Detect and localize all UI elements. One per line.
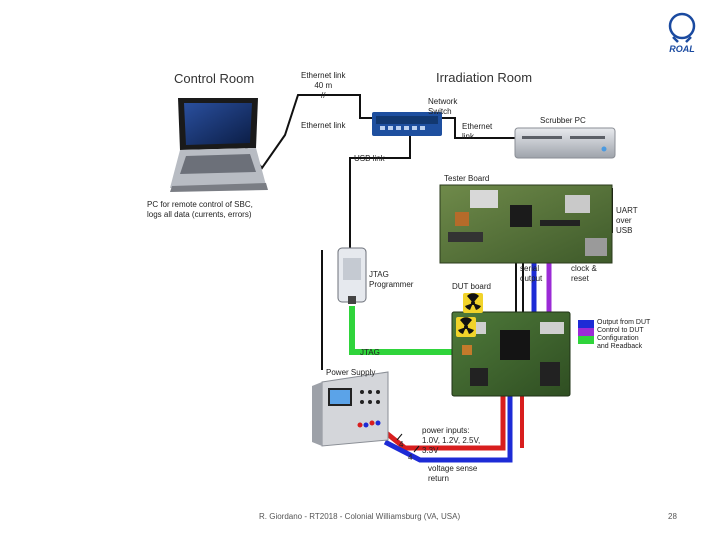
jtag-programmer-label: JTAG Programmer xyxy=(369,270,413,290)
legend-text: Output from DUT Control to DUT Configura… xyxy=(597,319,650,351)
irradiation-room-title: Irradiation Room xyxy=(436,70,533,85)
laptop-image xyxy=(170,98,268,192)
voltage-sense-line1: voltage sense xyxy=(428,464,478,473)
serial-output-label: serial output xyxy=(520,264,542,284)
legend-swatch-control xyxy=(578,328,594,336)
control-room-title: Control Room xyxy=(174,71,255,86)
legend-configuration: Configuration xyxy=(597,335,639,342)
legend-swatch-config xyxy=(578,336,594,344)
uart-label: UART over USB xyxy=(616,206,638,236)
logo-text: ROAL xyxy=(669,44,695,54)
ethernet-link-2-line1: Ethernet xyxy=(462,122,493,131)
ethernet-40m-label: Ethernet link 40 m // xyxy=(301,71,345,101)
voltage-sense-label: voltage sense return xyxy=(428,464,477,484)
count-label-a: 4 xyxy=(399,440,404,449)
dut-links xyxy=(515,262,552,316)
jtag-programmer-line1: JTAG xyxy=(369,270,389,279)
voltage-sense-line2: return xyxy=(428,474,449,483)
uart-line2: over xyxy=(616,216,632,225)
page-number: 28 xyxy=(668,512,677,521)
network-switch-line2: Switch xyxy=(428,107,452,116)
pc-description: PC for remote control of SBC, logs all d… xyxy=(147,200,253,220)
radiation-symbol-top xyxy=(463,293,483,313)
usb-link-label: USB link xyxy=(354,154,385,163)
ethernet-link-label: Ethernet link xyxy=(301,121,346,130)
power-inputs-label: power inputs: 1.0V, 1.2V, 2.5V, 3.3V xyxy=(422,426,480,456)
legend-output-from-dut: Output from DUT xyxy=(597,319,651,326)
jtag-label: JTAG xyxy=(360,348,380,357)
uart-line3: USB xyxy=(616,226,633,235)
clock-reset-label: clock & reset xyxy=(571,264,597,284)
power-inputs-line2: 1.0V, 1.2V, 2.5V, xyxy=(422,436,481,445)
radiation-symbol-bottom xyxy=(456,317,476,337)
line-count-marks xyxy=(396,433,420,453)
power-inputs-line3: 3.3V xyxy=(422,446,439,455)
scrubber-pc-image xyxy=(514,127,616,159)
roal-logo: ROAL xyxy=(668,12,696,54)
ethernet-40m-mark: // xyxy=(321,91,326,100)
network-switch-image xyxy=(372,112,442,136)
power-sense-blue xyxy=(383,392,513,463)
network-switch-label: Network Switch xyxy=(428,97,457,117)
power-inputs-line1: power inputs: xyxy=(422,426,470,435)
scrubber-pc-label: Scrubber PC xyxy=(540,116,586,125)
ethernet-cable-switch-scrubber xyxy=(440,117,515,139)
clock-reset-line2: reset xyxy=(571,274,589,283)
power-lines xyxy=(383,392,524,463)
network-switch-line1: Network xyxy=(428,97,458,106)
legend-swatch-output xyxy=(578,320,594,328)
ethernet-link-2-label: Ethernet link xyxy=(462,122,492,142)
legend-readback: and Readback xyxy=(597,343,643,350)
power-supply-label: Power Supply xyxy=(326,368,376,377)
serial-output-line2: output xyxy=(520,274,543,283)
usb-cable-switch-tester xyxy=(349,135,411,248)
legend-control-to-dut: Control to DUT xyxy=(597,327,644,334)
pc-description-line2: logs all data (currents, errors) xyxy=(147,210,252,219)
serial-output-line1: serial xyxy=(520,264,540,273)
jtag-programmer-line2: Programmer xyxy=(369,280,414,289)
pc-description-line1: PC for remote control of SBC, xyxy=(147,200,253,209)
uart-line1: UART xyxy=(616,206,638,215)
dut-board-label: DUT board xyxy=(452,282,491,291)
ethernet-40m-line1: Ethernet link xyxy=(301,71,346,80)
power-supply-image xyxy=(312,371,389,447)
tester-board-label: Tester Board xyxy=(444,174,490,183)
dut-board-image xyxy=(451,311,571,397)
ethernet-cable-pc-switch xyxy=(239,94,375,170)
footer: R. Giordano - RT2018 - Colonial Williams… xyxy=(259,512,461,521)
ethernet-40m-line2: 40 m xyxy=(314,81,333,90)
ethernet-link-2-line2: link xyxy=(462,132,475,141)
jtag-programmer-image xyxy=(337,247,367,304)
power-line-red xyxy=(383,392,506,451)
clock-reset-line1: clock & xyxy=(571,264,597,273)
tester-board-image xyxy=(439,184,613,264)
count-label-b: 4 xyxy=(408,453,413,462)
